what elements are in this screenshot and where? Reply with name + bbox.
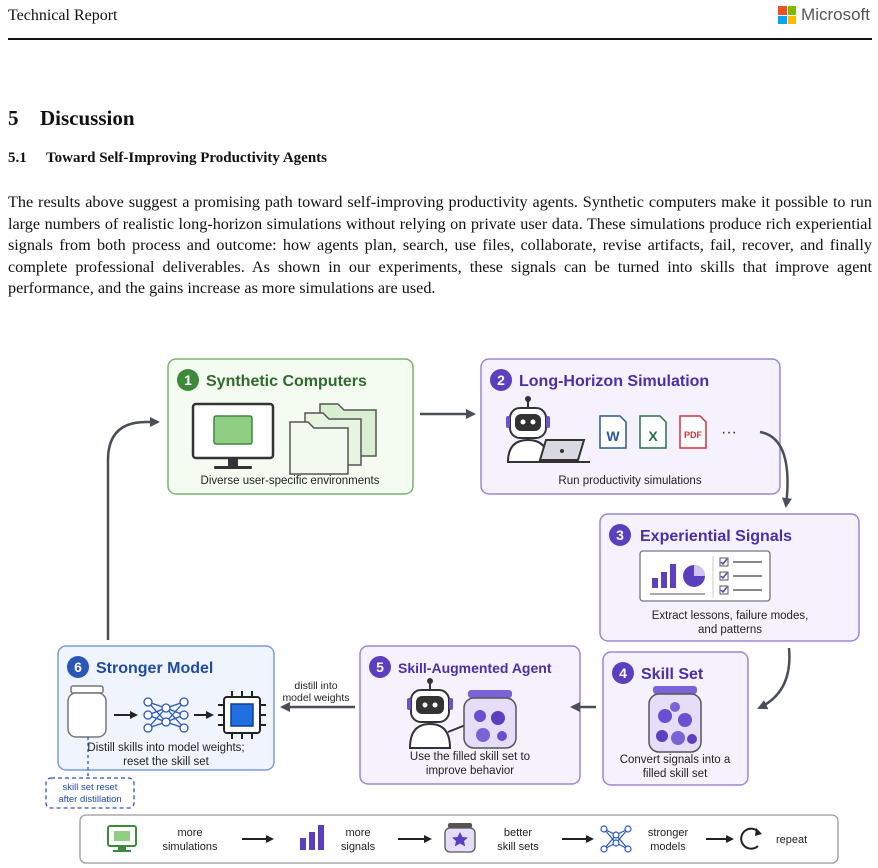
body-paragraph: The results above suggest a promising pa… [8,193,872,297]
header-rule [8,38,872,40]
folders-icon [289,403,377,475]
more-files-ellipsis: ··· [721,424,737,441]
skill-jar-small-icon [444,823,476,853]
box-caption-4a: Convert signals into a [620,754,731,766]
svg-text:simulations: simulations [162,841,218,853]
microsoft-logo-icon [778,6,797,24]
box-caption-1: Diverse user-specific environments [201,475,380,487]
svg-text:signals: signals [341,841,376,853]
svg-text:skill sets: skill sets [497,841,539,853]
box-title-6: Stronger Model [96,660,213,677]
report-header-title: Technical Report [8,7,118,24]
box-skill-set: 4 Skill Set Convert signals into a fille… [602,651,749,786]
step-number-4: 4 [619,665,627,681]
svg-text:more: more [345,827,370,839]
distill-label-b: model weights [282,692,349,704]
excel-file-icon: X [639,415,667,449]
svg-text:W: W [606,428,620,444]
subsection-title: Toward Self-Improving Productivity Agent… [46,150,327,166]
box-caption-4b: filled skill set [643,768,708,780]
monitor-icon [191,402,275,469]
repeat-label: repeat [776,834,807,846]
repeat-icon [740,827,762,850]
box-title-3: Experiential Signals [640,528,792,545]
bottom-flow-bar: more simulations more signals better ski… [79,814,839,864]
distill-label-a: distill into [294,680,337,692]
section-title: Discussion [40,106,135,130]
microsoft-brand: Microsoft [778,5,870,25]
brand-name: Microsoft [801,5,870,24]
pdf-file-icon: PDF [679,415,707,449]
bar-chart-small-icon [300,825,324,850]
box-skill-augmented-agent: 5 Skill-Augmented Agent Use the filled s… [359,645,581,785]
section-number: 5 [8,106,19,130]
box-stronger-model: 6 Stronger Model D [57,645,275,771]
step-number-5: 5 [376,659,384,675]
network-small-icon [600,825,632,853]
arrow-2-to-3 [759,430,792,508]
svg-text:after distillation: after distillation [58,794,121,805]
svg-text:models: models [650,841,686,853]
box-caption-6a: Distill skills into model weights; [87,742,244,754]
dashboard-icon [639,550,771,602]
box-title-1: Synthetic Computers [206,373,367,390]
filled-skill-jar-icon [648,686,702,753]
step-number-2: 2 [497,372,505,388]
step-badge-3 [609,524,631,546]
subsection-number: 5.1 [8,150,27,166]
box-caption-3a: Extract lessons, failure modes, [652,610,809,622]
step-badge-5 [369,656,391,678]
box-title-2: Long-Horizon Simulation [519,373,709,390]
word-file-icon: W [599,415,627,449]
svg-text:better: better [504,827,532,839]
arrow-6-to-1 [106,417,160,640]
arrow-3-to-4 [757,647,791,710]
box-caption-5a: Use the filled skill set to [410,751,530,763]
step-badge-2 [490,369,512,391]
svg-text:X: X [648,428,658,444]
section-heading: 5 Discussion [8,106,135,131]
subsection-heading: 5.1 Toward Self-Improving Productivity Ag… [8,150,327,167]
skill-set-reset-callout: skill set reset after distillation [45,737,135,809]
empty-jar-icon [67,685,107,738]
box-title-4: Skill Set [641,666,704,683]
svg-text:PDF: PDF [684,430,703,440]
step-number-1: 1 [184,372,192,388]
robot-with-jar-icon [407,678,517,749]
box-caption-3b: and patterns [698,624,762,636]
box-experiential-signals: 3 Experiential Signals Extract lessons, … [599,513,860,642]
box-long-horizon-simulation: 2 Long-Horizon Simulation W X PDF ·· [480,358,781,495]
box-title-5: Skill-Augmented Agent [398,660,552,676]
box-synthetic-computers: 1 Synthetic Computers Diverse user-speci… [167,358,414,495]
step-badge-6 [67,656,89,678]
chip-icon [218,691,266,739]
svg-text:skill set reset: skill set reset [63,782,118,793]
monitor-small-icon [107,825,137,852]
svg-text:stronger: stronger [648,827,689,839]
box-caption-5b: improve behavior [426,765,514,777]
step-badge-4 [612,662,634,684]
box-caption-6b: reset the skill set [123,756,209,768]
neural-network-icon [143,697,189,733]
step-number-6: 6 [74,659,82,675]
flow-arrows [106,409,792,712]
step-badge-1 [177,369,199,391]
robot-laptop-icon [506,396,590,463]
step-number-3: 3 [616,527,624,543]
box-caption-2: Run productivity simulations [558,475,701,487]
svg-text:more: more [177,827,202,839]
